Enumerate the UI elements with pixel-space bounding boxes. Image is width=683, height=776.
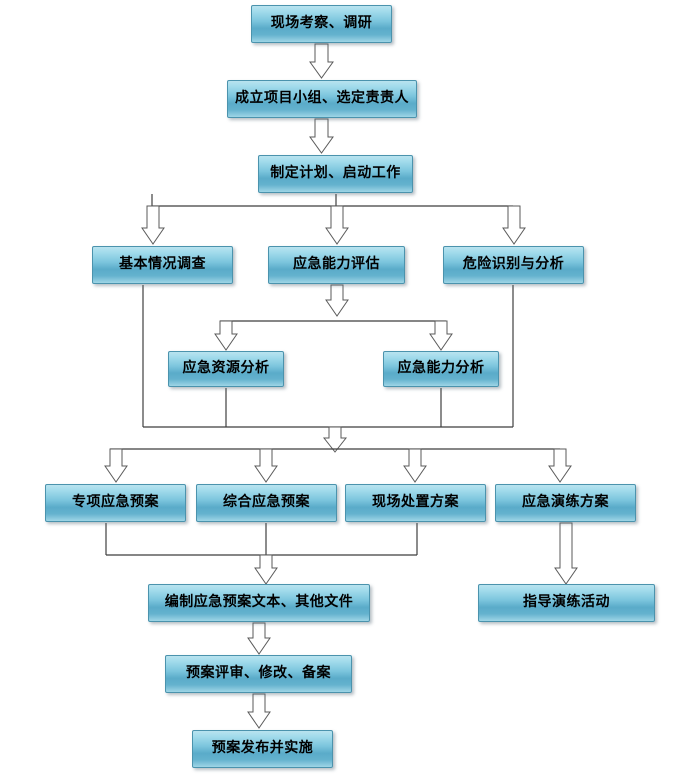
node-hazard-identification-analysis[interactable]: 危险识别与分析 [443,246,584,284]
node-label: 综合应急预案 [223,494,310,511]
node-guide-drill-activities[interactable]: 指导演练活动 [478,584,655,622]
node-label: 成立项目小组、选定责责人 [235,90,409,107]
node-make-plan-start-work[interactable]: 制定计划、启动工作 [258,155,413,193]
node-label: 现场处置方案 [372,494,459,511]
node-label: 预案发布并实施 [211,740,314,757]
node-special-emergency-plan[interactable]: 专项应急预案 [45,484,186,522]
edge-fanout-to-n11 [403,448,427,483]
edge-n13-to-n15 [247,622,271,655]
node-emergency-drill-plan[interactable]: 应急演练方案 [495,484,636,522]
node-emergency-capability-assessment[interactable]: 应急能力评估 [268,246,405,284]
node-label: 现场考察、调研 [270,15,373,32]
edge-n3-fanout-bar [151,194,513,207]
node-label: 编制应急预案文本、其他文件 [164,594,354,611]
edge-n1-n2 [309,43,334,79]
node-compile-plan-text-documents[interactable]: 编制应急预案文本、其他文件 [148,584,370,622]
node-label: 基本情况调查 [119,256,206,273]
node-plan-review-revise-record[interactable]: 预案评审、修改、备案 [165,655,352,693]
edge-fanout-to-n5 [325,205,349,245]
node-comprehensive-emergency-plan[interactable]: 综合应急预案 [196,484,337,522]
edge-n5-down [325,284,349,317]
node-site-survey[interactable]: 现场考察、调研 [251,5,392,43]
node-label: 应急资源分析 [182,360,270,377]
edge-fanout-to-n12 [548,448,572,483]
edge-collector2-to-n13 [254,554,278,585]
node-emergency-capability-analysis[interactable]: 应急能力分析 [383,351,499,387]
node-label: 应急能力评估 [293,256,380,273]
node-label: 预案评审、修改、备案 [186,665,331,682]
node-onsite-disposal-plan[interactable]: 现场处置方案 [345,484,486,522]
edge-n12-to-n14 [554,522,578,585]
edge-fanout-to-n9 [104,448,128,483]
node-basic-situation-survey[interactable]: 基本情况调查 [92,246,233,284]
edge-fanout-to-n8 [429,320,453,351]
node-label: 危险识别与分析 [462,256,565,273]
node-label: 指导演练活动 [523,594,610,611]
edge-n2-n3 [309,118,334,154]
edge-fanout-to-n4 [141,205,165,245]
node-emergency-resource-analysis[interactable]: 应急资源分析 [168,351,284,387]
node-label: 制定计划、启动工作 [270,165,401,182]
edge-collector1-down [322,426,348,453]
edge-fanout-to-n6 [502,205,526,245]
node-plan-release-implement[interactable]: 预案发布并实施 [192,730,333,768]
node-label: 应急能力分析 [397,360,485,377]
edge-n15-to-n16 [247,693,271,729]
node-form-project-team[interactable]: 成立项目小组、选定责责人 [227,80,417,118]
node-label: 应急演练方案 [522,494,609,511]
edge-fanout-to-n7 [214,320,238,351]
node-label: 专项应急预案 [72,494,159,511]
edge-fanout-to-n10 [254,448,278,483]
